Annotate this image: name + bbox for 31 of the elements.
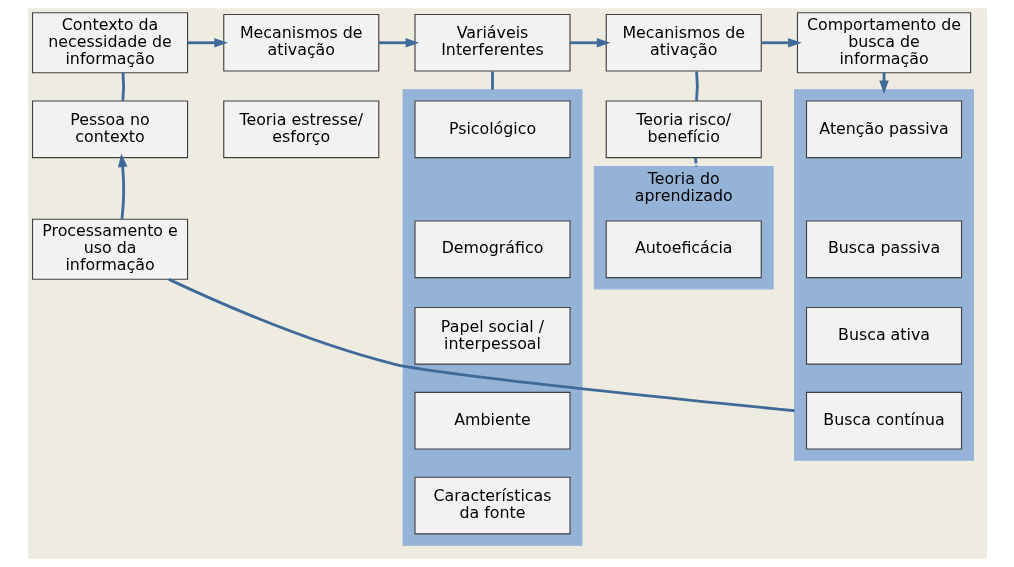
node-box: Busca contínua xyxy=(805,391,962,450)
connector xyxy=(167,278,795,413)
node-box: Busca passiva xyxy=(805,220,962,279)
connector xyxy=(694,71,699,101)
node-box: Teoria estresse/ esforço xyxy=(222,100,379,159)
node-box: Comportamento de busca de informação xyxy=(796,12,971,74)
arrow xyxy=(117,153,127,220)
arrow xyxy=(761,38,802,48)
arrow xyxy=(378,38,419,48)
node-box: Psicológico xyxy=(413,100,571,159)
connector xyxy=(693,157,698,167)
node-box: Papel social / interpessoal xyxy=(413,307,571,365)
cluster xyxy=(793,89,974,461)
arrow xyxy=(187,38,228,48)
node-box: Teoria risco/ benefício xyxy=(605,100,762,159)
node-box: Atenção passiva xyxy=(805,100,962,159)
node-box: Autoeficácia xyxy=(605,220,762,279)
cluster xyxy=(402,89,582,546)
node-box: Processamento e uso da informação xyxy=(31,218,188,280)
node-box: Busca ativa xyxy=(805,307,962,365)
arrow xyxy=(569,38,610,48)
node-box: Mecanismos de ativação xyxy=(222,13,379,72)
node-box: Demográfico xyxy=(413,220,571,279)
node-box: Pessoa no contexto xyxy=(31,100,188,159)
node-box: Mecanismos de ativação xyxy=(605,13,762,72)
node-box: Variáveis Interferentes xyxy=(413,13,571,72)
connector xyxy=(490,71,494,90)
node-box: Características da fonte xyxy=(413,476,571,535)
node-box: Contexto da necessidade de informação xyxy=(31,12,188,74)
node-box: Ambiente xyxy=(413,391,571,450)
connector xyxy=(120,72,125,101)
